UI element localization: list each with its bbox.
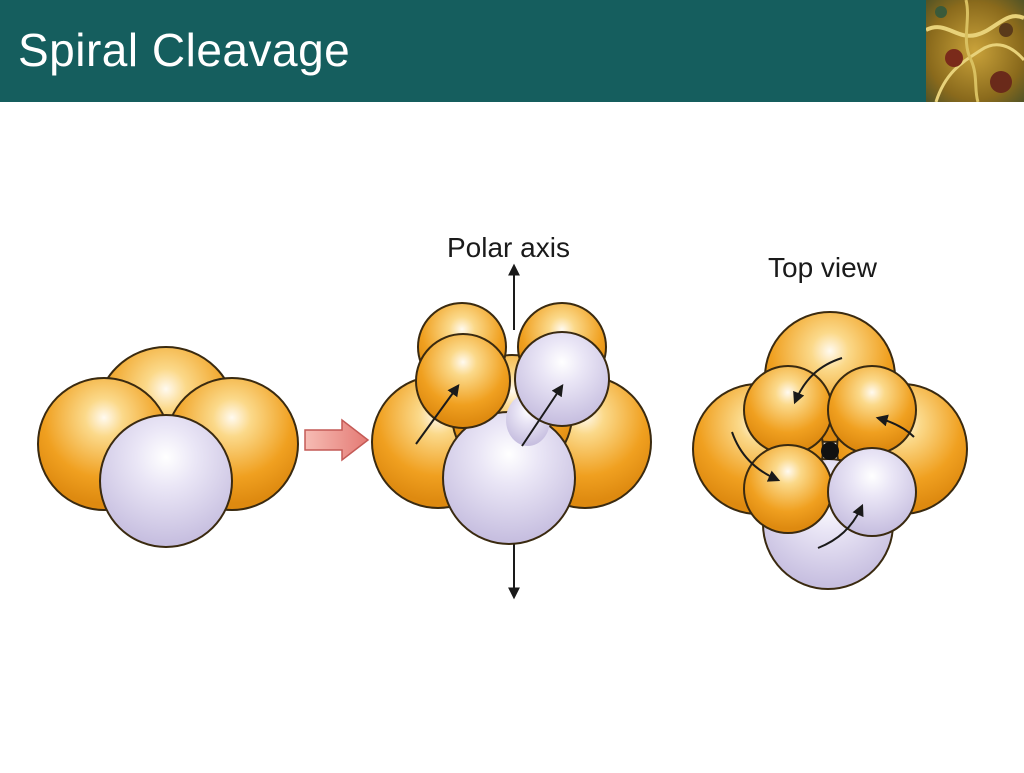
slide-title: Spiral Cleavage [18, 24, 351, 76]
eight-cell-top-view: Top view [692, 252, 968, 590]
micromere-top-left [743, 365, 833, 455]
spiral-cleavage-figure: Polar axis Top view [0, 102, 1024, 768]
micromere-bottom-right [827, 447, 917, 537]
micromere-top-right [827, 365, 917, 455]
blastomere-front-d [99, 414, 233, 548]
polar-axis-dot [821, 442, 839, 460]
slide-header: Spiral Cleavage [0, 0, 1024, 102]
micromere-bottom-left [743, 444, 833, 534]
rotation-arrow-left [415, 384, 460, 445]
leaf-texture-image [926, 0, 1024, 102]
polar-axis-label: Polar axis [447, 232, 570, 263]
right-arrow-icon [304, 418, 370, 462]
eight-cell-side-view: Polar axis [371, 232, 652, 600]
d-micromere [514, 331, 610, 427]
four-cell-embryo [37, 346, 299, 548]
rotation-arrow-right [521, 384, 564, 447]
top-view-label: Top view [768, 252, 878, 283]
c-micromere [415, 333, 511, 429]
